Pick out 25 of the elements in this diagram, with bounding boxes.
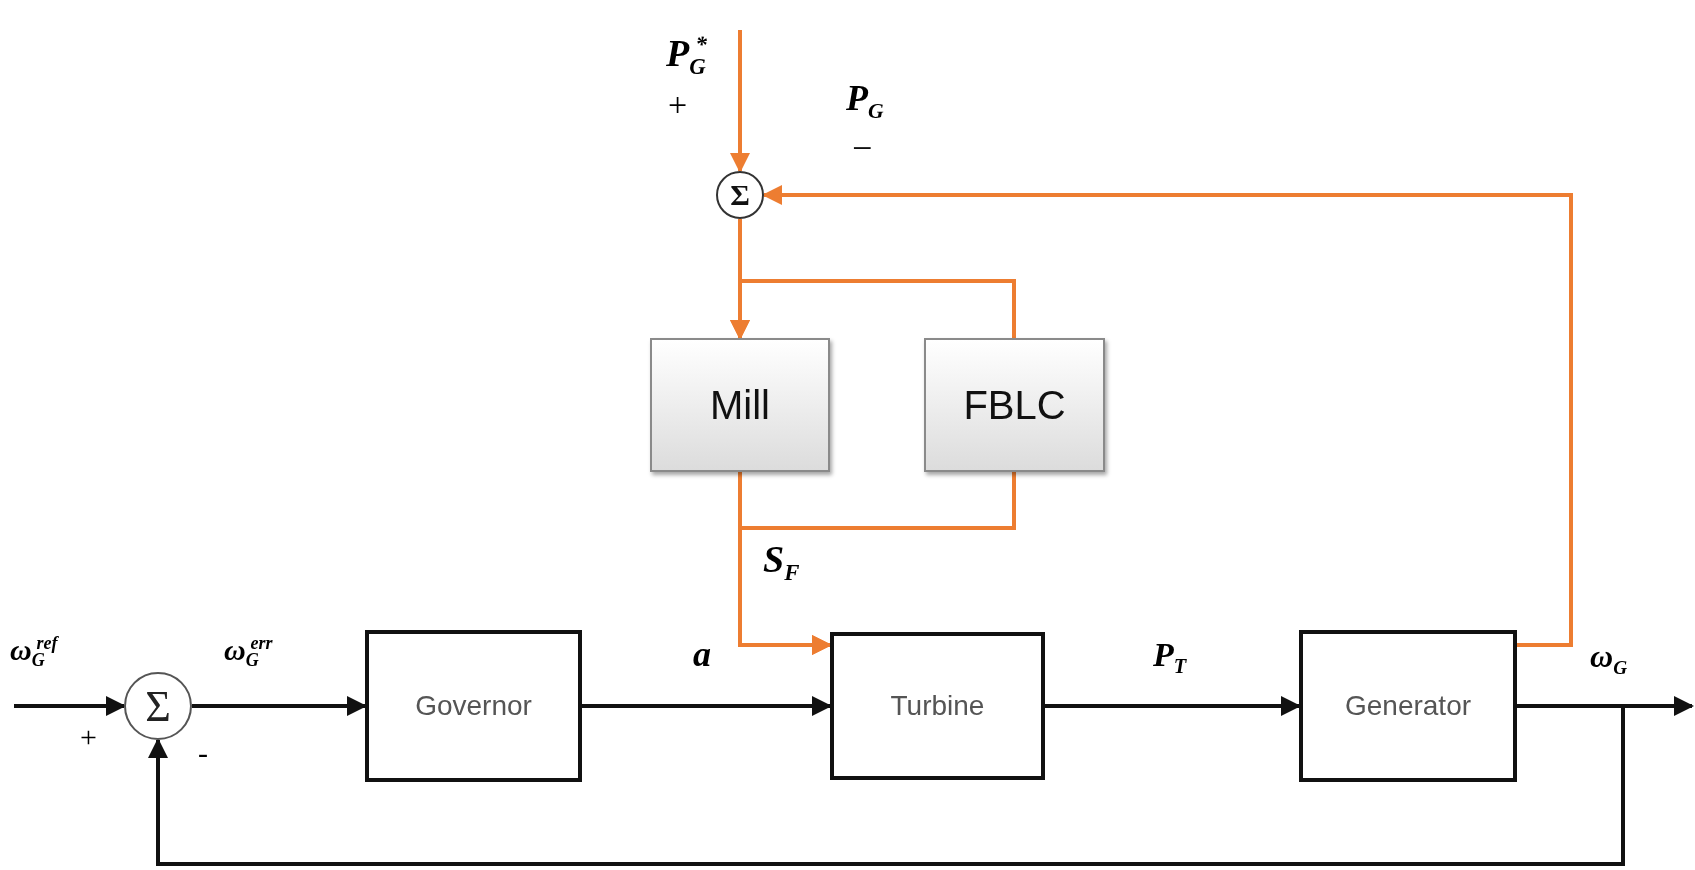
process-box: Mill: [650, 338, 830, 472]
arrow: [582, 696, 832, 716]
arrow: [738, 472, 1016, 655]
polarity-sign: +: [668, 88, 688, 122]
signal-label: S$_{F}$: [763, 540, 800, 585]
arrow: [192, 696, 367, 716]
block-box: Turbine: [830, 632, 1045, 780]
arrow: [148, 704, 1625, 866]
edge-label: a: [693, 636, 711, 672]
edge-label: ω$_{G}$: [1590, 640, 1627, 677]
process-box: FBLC: [924, 338, 1105, 472]
arrow: [1045, 696, 1301, 716]
arrow: [762, 185, 1573, 647]
block-box: Generator: [1299, 630, 1517, 782]
edge-label: P$_{G}$: [846, 80, 884, 123]
block-box: Governor: [365, 630, 582, 782]
polarity-sign: +: [80, 722, 97, 752]
arrow: [14, 696, 126, 716]
summing-junction: Σ: [124, 672, 192, 740]
summing-junction: Σ: [716, 171, 764, 219]
polarity-sign: -: [198, 738, 208, 768]
edge-label: P$_{T}$: [1153, 638, 1187, 677]
arrow: [730, 30, 750, 173]
polarity-sign: −: [852, 130, 873, 166]
arrow: [730, 279, 1016, 340]
